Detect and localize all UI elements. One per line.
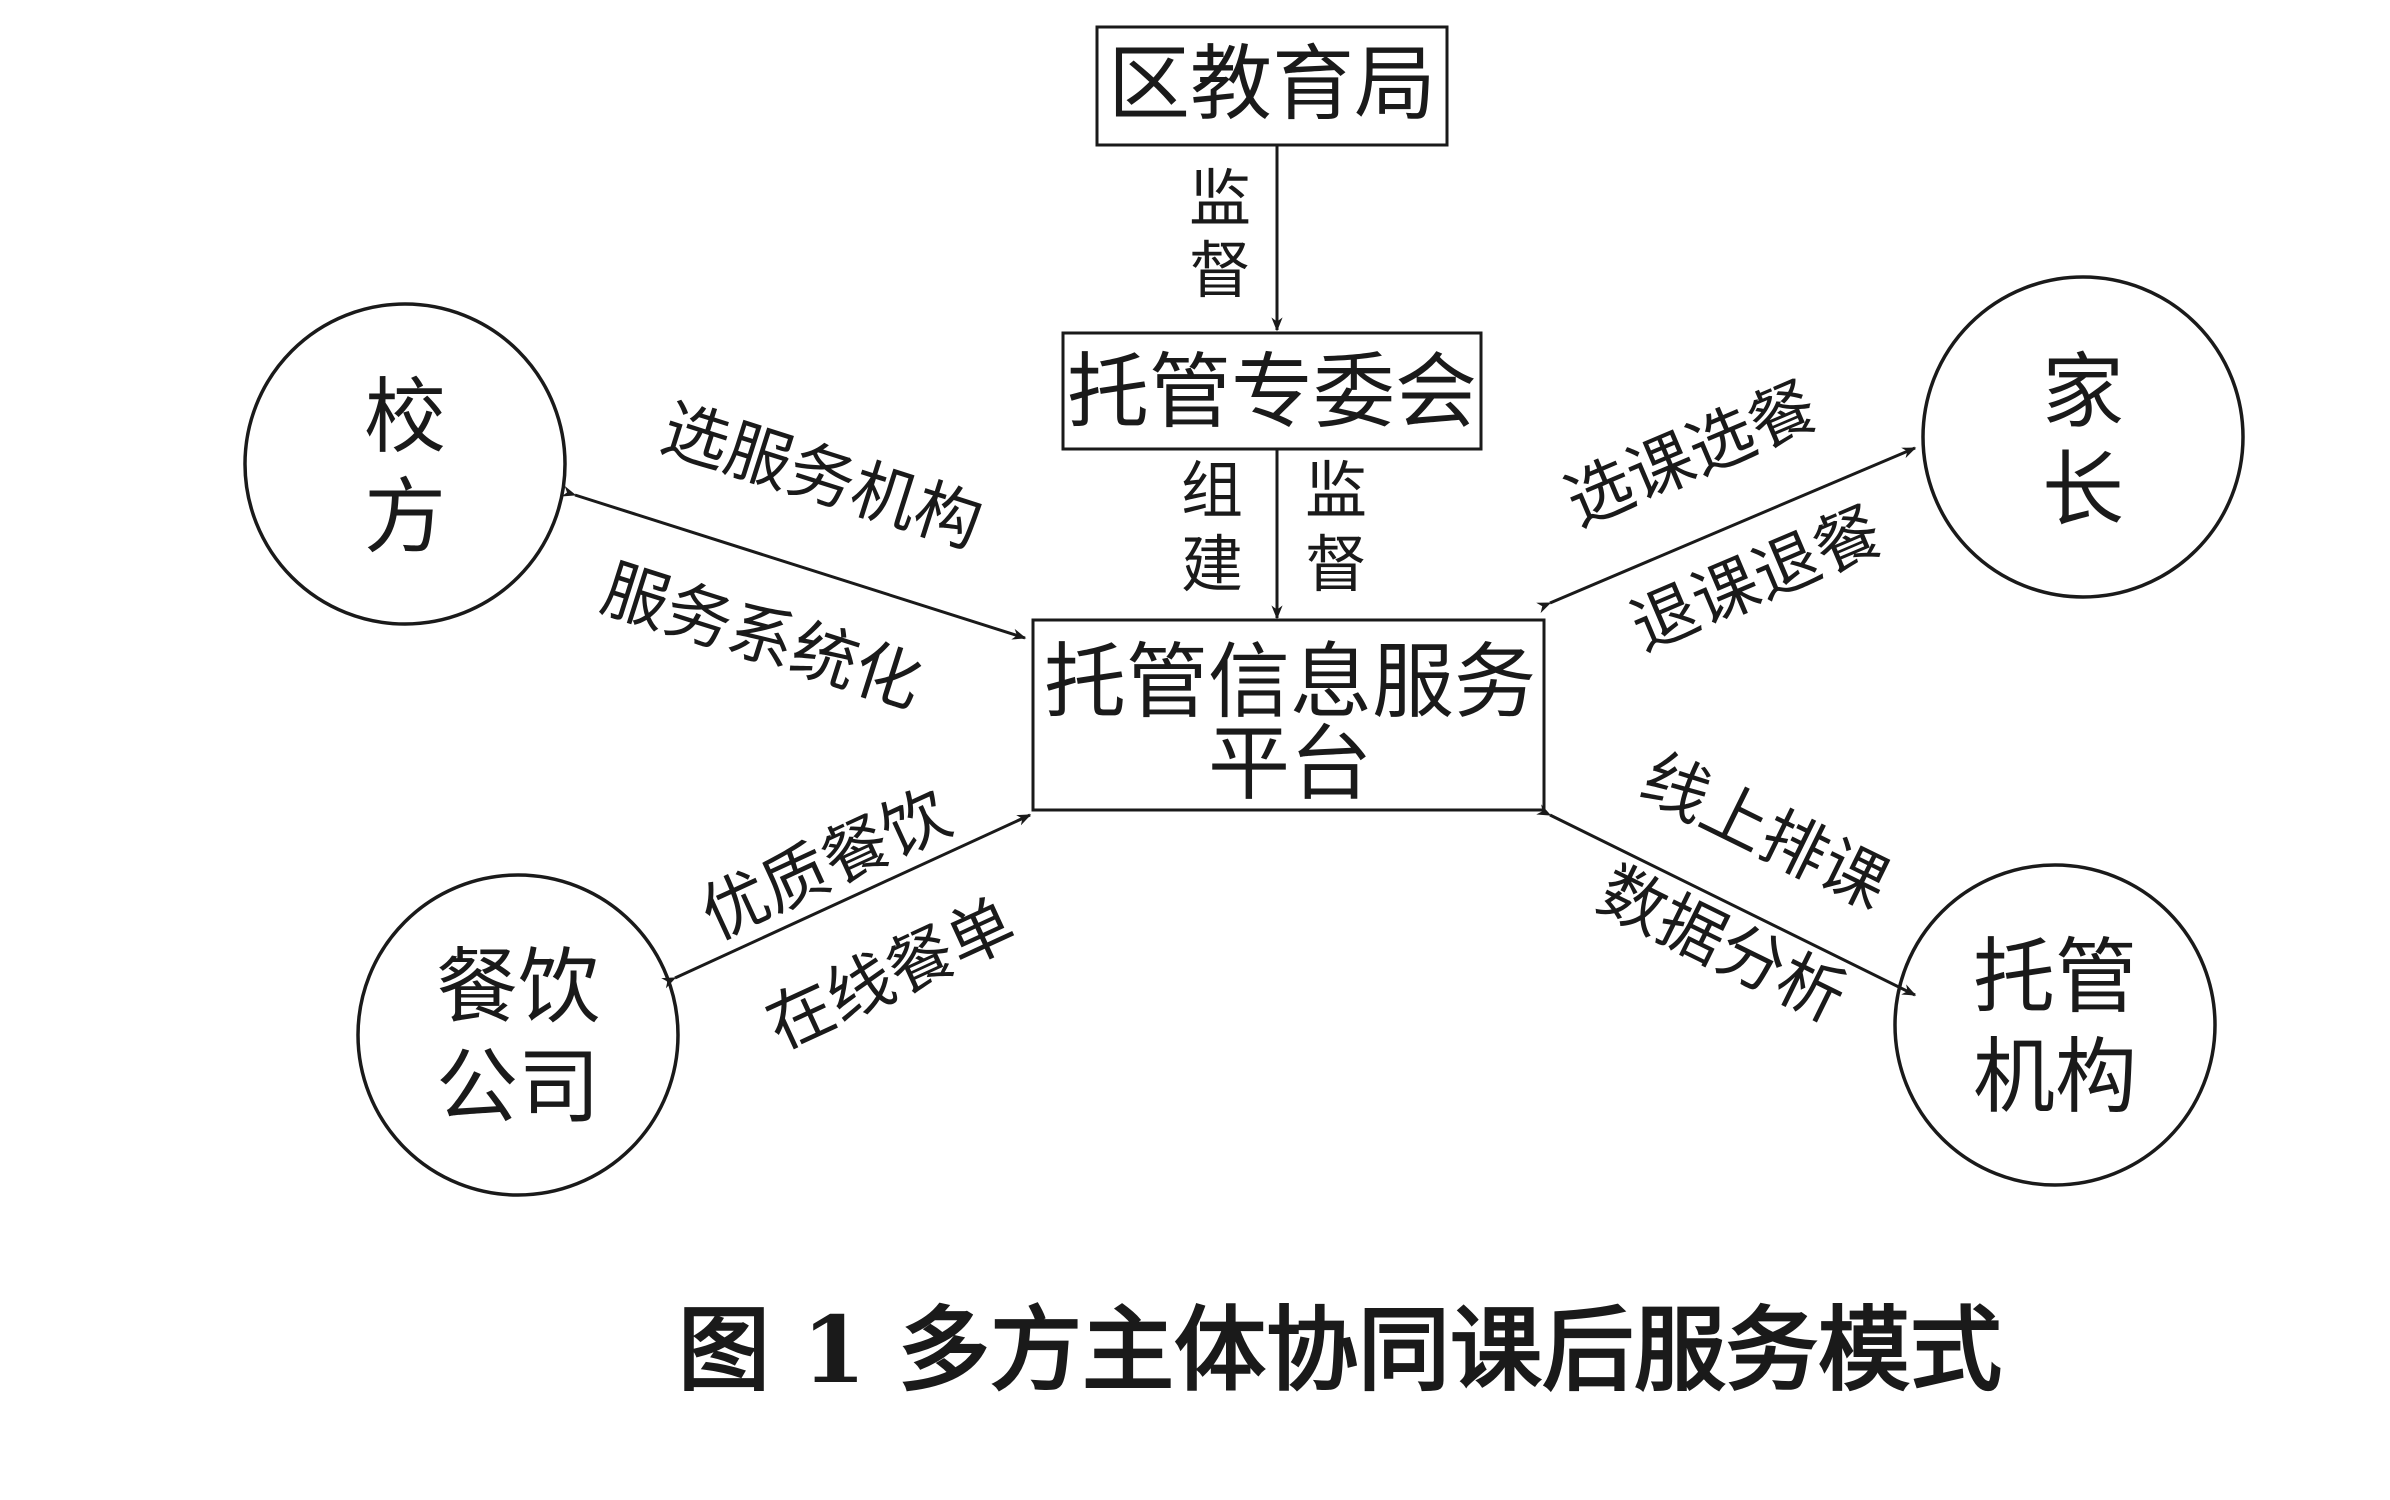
catering-platform-arrow [661,813,1032,989]
catering-circle [356,873,680,1197]
platform-label-line1: 托管信息服务 [1044,635,1536,730]
agency-label-line2: 机构 [1973,1030,2137,1125]
edu-bureau-node: 区教育局 [1095,25,1449,147]
platform-box [1031,618,1546,812]
supervise-char1: 监 [1305,454,1367,527]
catering-node: 餐饮 公司 [356,873,680,1197]
build-char2: 建 [1181,528,1243,601]
parents-label-line1: 家 [2042,345,2124,440]
bureau-supervise-char2: 督 [1189,234,1251,307]
parents-circle [1921,275,2245,599]
build-char1: 组 [1181,454,1243,527]
figure-caption: 图 1 多方主体协同课后服务模式 [678,1296,2002,1404]
school-platform-arrow [561,485,1027,640]
parents-label-line2: 长 [2042,443,2124,538]
committee-box [1061,331,1483,451]
school-circle [243,302,567,626]
agency-circle [1893,863,2217,1187]
catering-label-line2: 公司 [436,1040,600,1135]
school-label-line2: 方 [364,470,446,565]
school-label-line1: 校 [364,370,446,465]
parents-edge-top: 选课选餐 [1555,367,1828,541]
parents-edge-bottom: 退课退餐 [1620,492,1893,666]
parents-node: 家 长 [1921,275,2245,599]
edu-bureau-box [1095,25,1449,147]
parents-platform-arrow [1536,446,1917,614]
committee-label: 托管专委会 [1067,345,1477,440]
agency-node: 托管 机构 [1893,863,2217,1187]
agency-label-line1: 托管 [1973,930,2137,1025]
platform-node: 托管信息服务 平台 [1031,618,1546,812]
school-node: 校 方 [243,302,567,626]
supervise-char2: 督 [1305,528,1367,601]
edu-bureau-label: 区教育局 [1108,37,1436,132]
agency-platform-arrow [1536,804,1917,997]
school-edge-bottom: 服务系统化 [593,550,931,723]
committee-node: 托管专委会 [1061,331,1483,451]
platform-label-line2: 平台 [1208,717,1372,812]
catering-label-line1: 餐饮 [436,940,600,1035]
bureau-supervise-char1: 监 [1189,162,1251,235]
